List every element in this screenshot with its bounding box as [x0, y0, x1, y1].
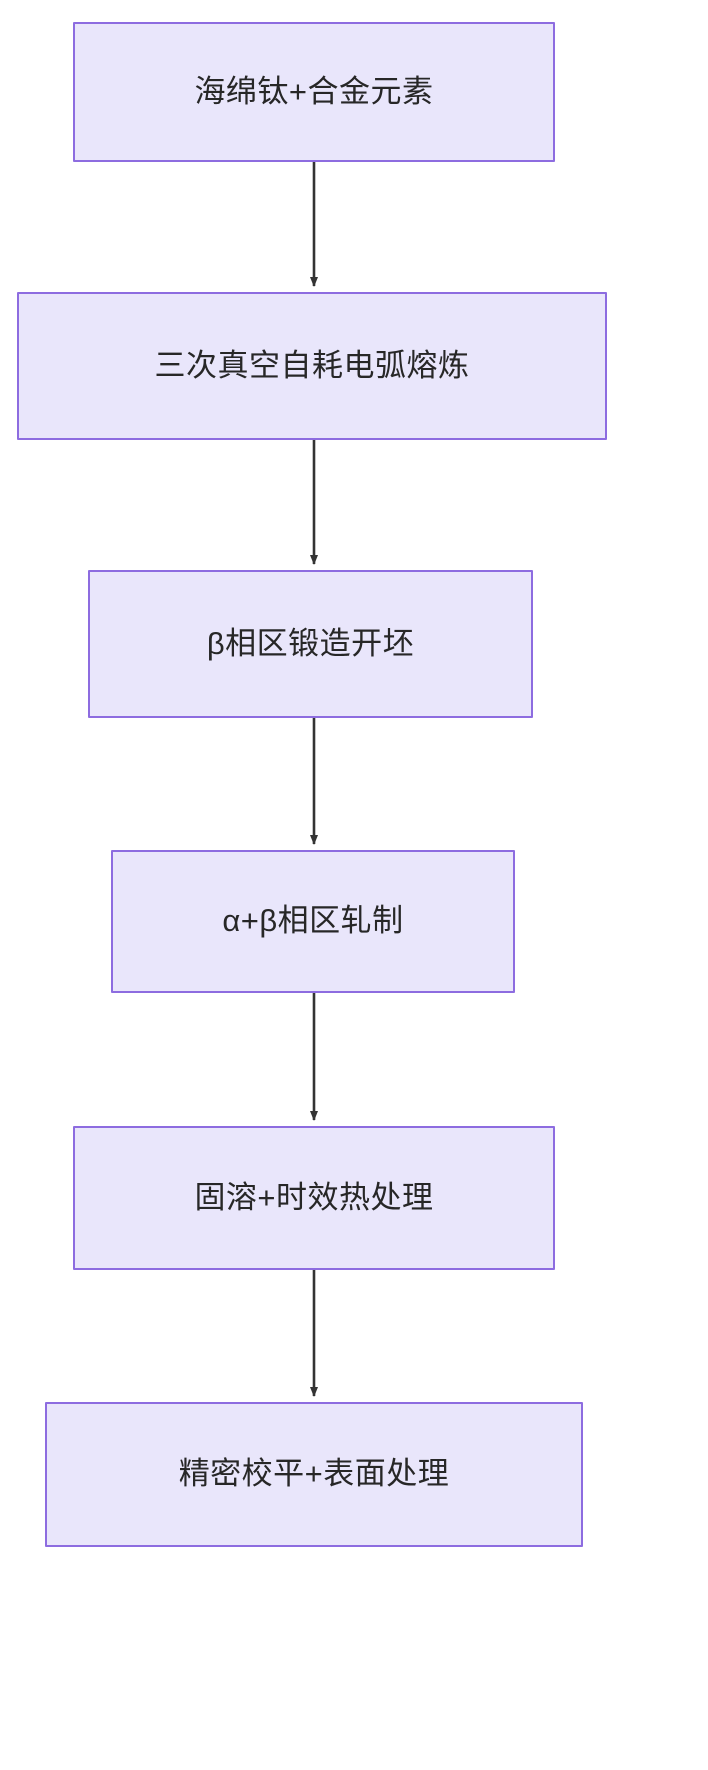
node-precision-leveling-surface-treatment[interactable]: 精密校平+表面处理: [45, 1402, 583, 1547]
node-label: β相区锻造开坯: [206, 625, 415, 661]
node-alpha-beta-rolling[interactable]: α+β相区轧制: [111, 850, 515, 993]
node-label: 固溶+时效热处理: [194, 1179, 434, 1215]
node-beta-phase-forging[interactable]: β相区锻造开坯: [88, 570, 533, 718]
node-label: 海绵钛+合金元素: [194, 73, 434, 109]
node-raw-material[interactable]: 海绵钛+合金元素: [73, 22, 555, 162]
node-label: 三次真空自耗电弧熔炼: [154, 347, 470, 383]
node-solution-aging-heat-treatment[interactable]: 固溶+时效热处理: [73, 1126, 555, 1270]
node-vacuum-arc-remelting[interactable]: 三次真空自耗电弧熔炼: [17, 292, 607, 440]
node-label: 精密校平+表面处理: [178, 1456, 450, 1492]
node-label: α+β相区轧制: [222, 903, 404, 939]
